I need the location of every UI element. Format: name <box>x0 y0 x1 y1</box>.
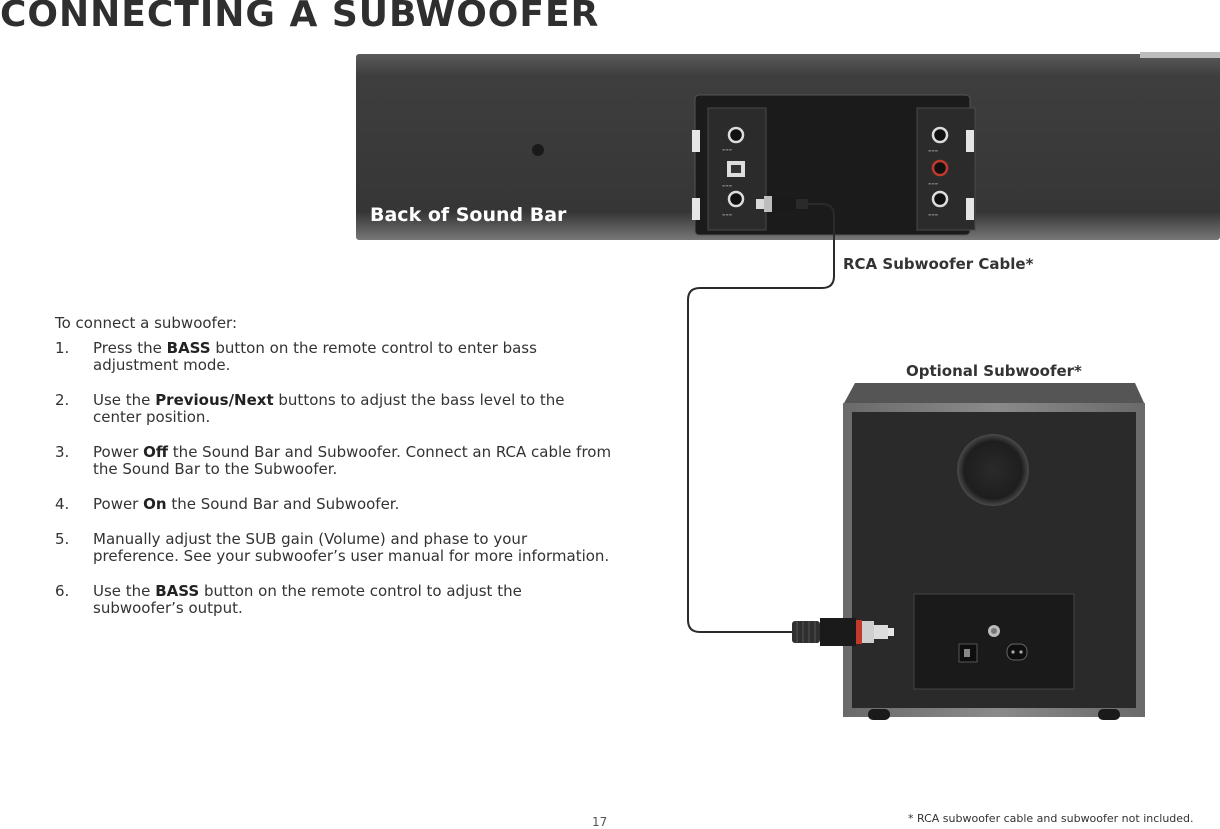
list-item: 3. Power Off the Sound Bar and Subwoofer.… <box>55 444 615 478</box>
step-text: button on the remote control to adjust t… <box>93 582 522 617</box>
jack-icon <box>727 190 745 208</box>
jack-icon <box>931 190 949 208</box>
bass-port-icon <box>957 434 1029 506</box>
step-keyword: BASS <box>166 339 211 357</box>
step-keyword: Off <box>143 443 169 461</box>
jack-icon <box>931 126 949 144</box>
rca-plug-top-icon <box>756 196 808 212</box>
step-number: 6. <box>55 582 70 600</box>
svg-text:≡≡≡: ≡≡≡ <box>722 183 732 188</box>
list-item: 5. Manually adjust the SUB gain (Volume) … <box>55 531 615 565</box>
step-text: Power <box>93 443 144 461</box>
step-text: Use the <box>93 391 156 409</box>
svg-text:≡≡≡: ≡≡≡ <box>722 147 732 152</box>
step-text: the Sound Bar and Subwoofer. Connect an … <box>93 443 612 478</box>
svg-text:≡≡≡: ≡≡≡ <box>722 212 732 217</box>
rca-cable <box>687 203 835 633</box>
step-keyword: Previous/Next <box>155 391 274 409</box>
step-text: Press the <box>93 339 167 357</box>
list-item: 1. Press the BASS button on the remote co… <box>55 340 615 374</box>
jack-icon <box>727 126 745 144</box>
svg-text:≡≡≡: ≡≡≡ <box>928 181 938 186</box>
svg-text:≡≡≡: ≡≡≡ <box>928 148 938 153</box>
step-number: 3. <box>55 443 70 461</box>
step-text: Use the <box>93 582 156 600</box>
power-socket-icon <box>1006 643 1028 661</box>
soundbar-label: Back of Sound Bar <box>370 204 567 226</box>
step-number: 4. <box>55 495 70 513</box>
screw-hole-icon <box>532 144 544 156</box>
step-number: 5. <box>55 530 70 548</box>
step-number: 1. <box>55 339 70 357</box>
intro-text: To connect a subwoofer: <box>55 314 238 332</box>
page-title: CONNECTING A SUBWOOFER <box>0 0 600 35</box>
step-text: button on the remote control to enter ba… <box>93 339 537 374</box>
rca-plug-bottom-icon <box>792 618 894 646</box>
soundbar-back: ≡≡≡ ≡≡≡ ≡≡≡ ≡≡≡ ≡≡≡ ≡≡≡ <box>356 52 1220 240</box>
step-text: the Sound Bar and Subwoofer. <box>166 495 400 513</box>
page-number: 17 <box>592 815 608 829</box>
step-keyword: On <box>143 495 167 513</box>
list-item: 6. Use the BASS button on the remote cont… <box>55 583 615 617</box>
step-number: 2. <box>55 391 70 409</box>
subwoofer-label: Optional Subwoofer* <box>906 362 1082 380</box>
step-text: buttons to adjust the bass level to the … <box>93 391 565 426</box>
cable-label: RCA Subwoofer Cable* <box>843 255 1034 273</box>
step-text: Manually adjust the SUB gain (Volume) an… <box>93 530 610 565</box>
red-jack-icon <box>931 159 949 177</box>
subwoofer <box>843 383 1145 720</box>
svg-text:≡≡≡: ≡≡≡ <box>928 212 938 217</box>
list-item: 2. Use the Previous/Next buttons to adjus… <box>55 392 615 426</box>
step-text: Power <box>93 495 144 513</box>
list-item: 4. Power On the Sound Bar and Subwoofer. <box>55 496 615 513</box>
footnote: * RCA subwoofer cable and subwoofer not … <box>908 812 1194 825</box>
instruction-list: 1. Press the BASS button on the remote co… <box>55 340 615 635</box>
step-keyword: BASS <box>155 582 200 600</box>
